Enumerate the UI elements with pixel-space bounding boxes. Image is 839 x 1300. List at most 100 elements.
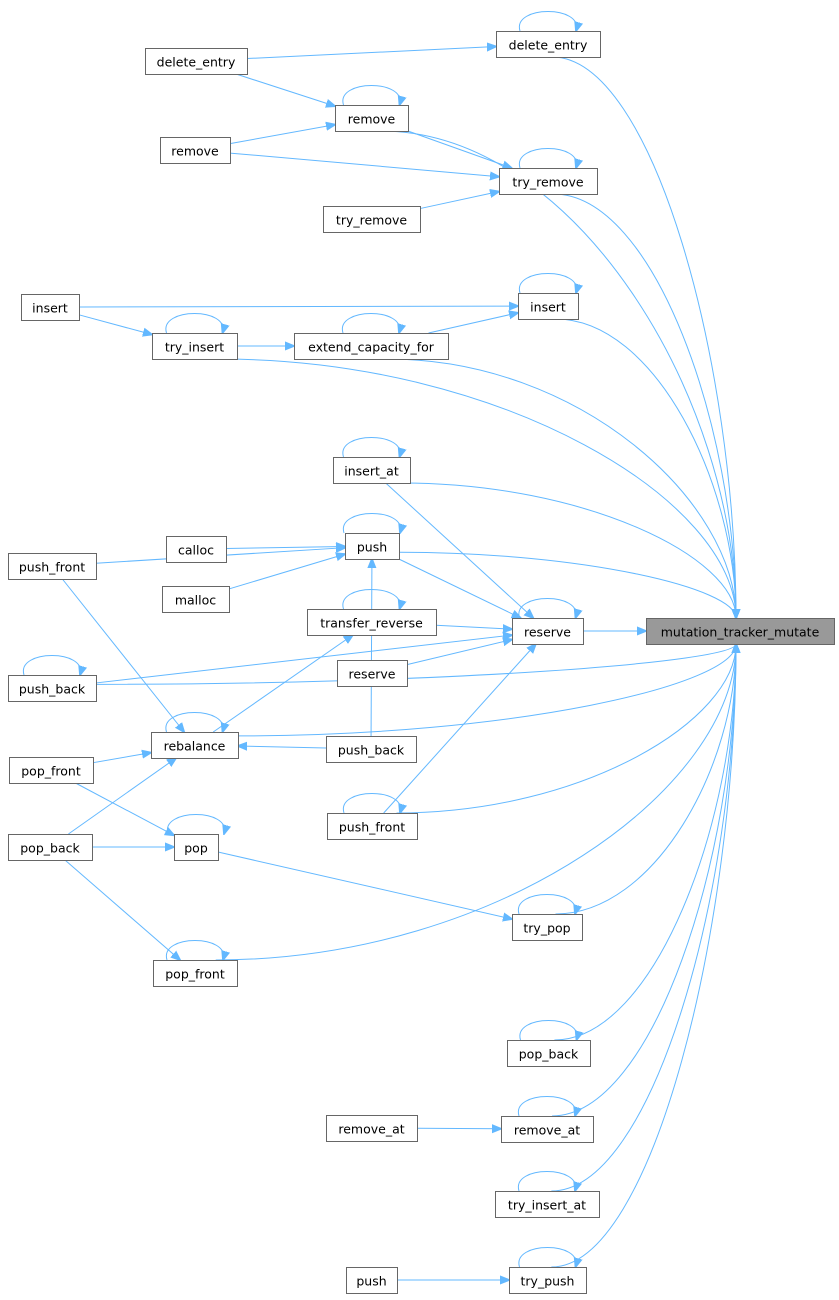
node-box-pop-back-1[interactable]	[8, 834, 93, 861]
node-label-extend-capacity-for: extend_capacity_for	[308, 340, 435, 355]
node-remove-at-2[interactable]: remove_at	[501, 1116, 594, 1143]
edge-reserve_2-to-reserve_1	[406, 639, 512, 666]
node-insert-1[interactable]: insert	[518, 293, 579, 320]
node-push[interactable]: push	[345, 533, 400, 560]
edge-pop_front_1-to-rebalance	[92, 753, 151, 764]
node-rebalance[interactable]: rebalance	[151, 732, 239, 759]
node-box-push-back-2[interactable]	[326, 736, 417, 763]
self-loop-push_front_2	[343, 793, 400, 814]
node-try-insert-at[interactable]: try_insert_at	[495, 1191, 600, 1218]
node-box-extend-capacity-for[interactable]	[294, 333, 449, 360]
node-try-insert[interactable]: try_insert	[152, 333, 238, 360]
node-box-push[interactable]	[345, 533, 400, 560]
node-push-2[interactable]: push	[346, 1267, 398, 1294]
node-remove-at-1[interactable]: remove_at	[326, 1115, 418, 1142]
node-box-insert-1[interactable]	[518, 293, 579, 320]
node-delete-entry-1[interactable]: delete_entry	[145, 48, 248, 75]
self-loop-try_pop	[518, 894, 575, 915]
node-box-delete-entry-2[interactable]	[496, 31, 601, 58]
self-loop-extend_capacity_for	[342, 313, 399, 334]
node-transfer-reverse[interactable]: transfer_reverse	[307, 609, 437, 636]
node-extend-capacity-for[interactable]: extend_capacity_for	[294, 333, 449, 360]
node-box-pop-back-2[interactable]	[507, 1040, 591, 1067]
node-box-transfer-reverse[interactable]	[307, 609, 437, 636]
node-pop[interactable]: pop	[174, 834, 219, 861]
node-box-malloc[interactable]	[162, 586, 230, 613]
node-remove-2[interactable]: remove	[160, 137, 231, 164]
node-box-rebalance[interactable]	[151, 732, 239, 759]
node-label-malloc: malloc	[175, 593, 216, 608]
node-box-remove-2[interactable]	[160, 137, 231, 164]
edge-remove_1-to-try_remove_1	[407, 130, 512, 168]
node-box-remove-at-2[interactable]	[501, 1116, 594, 1143]
node-box-pop[interactable]	[174, 834, 219, 861]
node-remove-1[interactable]: remove	[335, 105, 409, 132]
edge-try_insert_at-to-root	[551, 644, 736, 1192]
node-reserve-1[interactable]: reserve	[512, 618, 584, 645]
node-box-push-2[interactable]	[346, 1267, 398, 1294]
node-try-pop[interactable]: try_pop	[512, 914, 583, 941]
edge-pop_back_1-to-rebalance	[68, 758, 176, 835]
node-label-remove-at-1: remove_at	[338, 1122, 404, 1137]
node-box-try-insert-at[interactable]	[495, 1191, 600, 1218]
edge-try_pop-to-root	[555, 644, 736, 915]
node-box-try-remove-2[interactable]	[323, 206, 421, 233]
self-loop-try_insert_at	[518, 1171, 575, 1192]
node-box-push-front-2[interactable]	[327, 813, 418, 840]
node-box-try-push[interactable]	[509, 1267, 587, 1294]
node-insert-2[interactable]: insert	[21, 294, 80, 321]
node-box-push-front-1[interactable]	[8, 553, 97, 580]
node-try-remove-1[interactable]: try_remove	[499, 168, 598, 195]
node-box-try-insert[interactable]	[152, 333, 238, 360]
node-box-reserve-2[interactable]	[337, 660, 408, 687]
node-box-insert-2[interactable]	[21, 294, 80, 321]
node-calloc[interactable]: calloc	[166, 536, 227, 563]
node-label-calloc: calloc	[178, 543, 214, 558]
node-box-try-pop[interactable]	[512, 914, 583, 941]
node-box-try-remove-1[interactable]	[499, 168, 598, 195]
self-loop-push	[343, 513, 400, 534]
node-try-remove-2[interactable]: try_remove	[323, 206, 421, 233]
self-loop-try_remove_1	[519, 148, 576, 169]
node-pop-back-1[interactable]: pop_back	[8, 834, 93, 861]
edge-push_front_2-to-root	[396, 644, 736, 814]
node-box-reserve-1[interactable]	[512, 618, 584, 645]
node-push-front-1[interactable]: push_front	[8, 553, 97, 580]
edge-pop_front_2-to-root	[215, 644, 736, 961]
node-label-pop-back-1: pop_back	[20, 841, 80, 856]
node-pop-back-2[interactable]: pop_back	[507, 1040, 591, 1067]
node-delete-entry-2[interactable]: delete_entry	[496, 31, 601, 58]
node-push-back-2[interactable]: push_back	[326, 736, 417, 763]
edge-insert_at-to-reserve_1	[385, 482, 534, 618]
node-box-insert-at[interactable]	[333, 457, 411, 484]
node-box-pop-front-2[interactable]	[153, 960, 238, 987]
node-reserve-2[interactable]: reserve	[337, 660, 408, 687]
edge-try_remove_1-to-root	[553, 193, 736, 618]
edge-push_back_2-to-push	[371, 559, 372, 737]
edge-push_front_2-to-reserve_1	[383, 644, 536, 814]
edge-insert_2-to-insert_1	[78, 306, 518, 307]
node-pop-front-2[interactable]: pop_front	[153, 960, 238, 987]
node-box-root[interactable]	[646, 618, 835, 645]
node-push-back-1[interactable]: push_back	[8, 675, 97, 702]
node-box-calloc[interactable]	[166, 536, 227, 563]
edge-try_insert-to-root	[219, 358, 736, 618]
edge-malloc-to-push	[228, 554, 345, 590]
node-pop-front-1[interactable]: pop_front	[9, 757, 94, 784]
node-insert-at[interactable]: insert_at	[333, 457, 411, 484]
node-root[interactable]: mutation_tracker_mutate	[646, 618, 835, 645]
node-malloc[interactable]: malloc	[162, 586, 230, 613]
edge-delete_entry_1-to-delete_entry_2	[246, 47, 496, 60]
node-box-push-back-1[interactable]	[8, 675, 97, 702]
node-label-delete-entry-1: delete_entry	[157, 55, 236, 70]
edge-pop_back_1-to-pop_front_2	[64, 859, 180, 960]
node-box-pop-front-1[interactable]	[9, 757, 94, 784]
edge-push_back_1-to-root	[95, 644, 736, 685]
node-label-reserve-1: reserve	[524, 625, 571, 640]
edge-delete_entry_2-to-root	[552, 56, 736, 618]
node-push-front-2[interactable]: push_front	[327, 813, 418, 840]
node-box-delete-entry-1[interactable]	[145, 48, 248, 75]
node-box-remove-1[interactable]	[335, 105, 409, 132]
node-try-push[interactable]: try_push	[509, 1267, 587, 1294]
node-box-remove-at-1[interactable]	[326, 1115, 418, 1142]
